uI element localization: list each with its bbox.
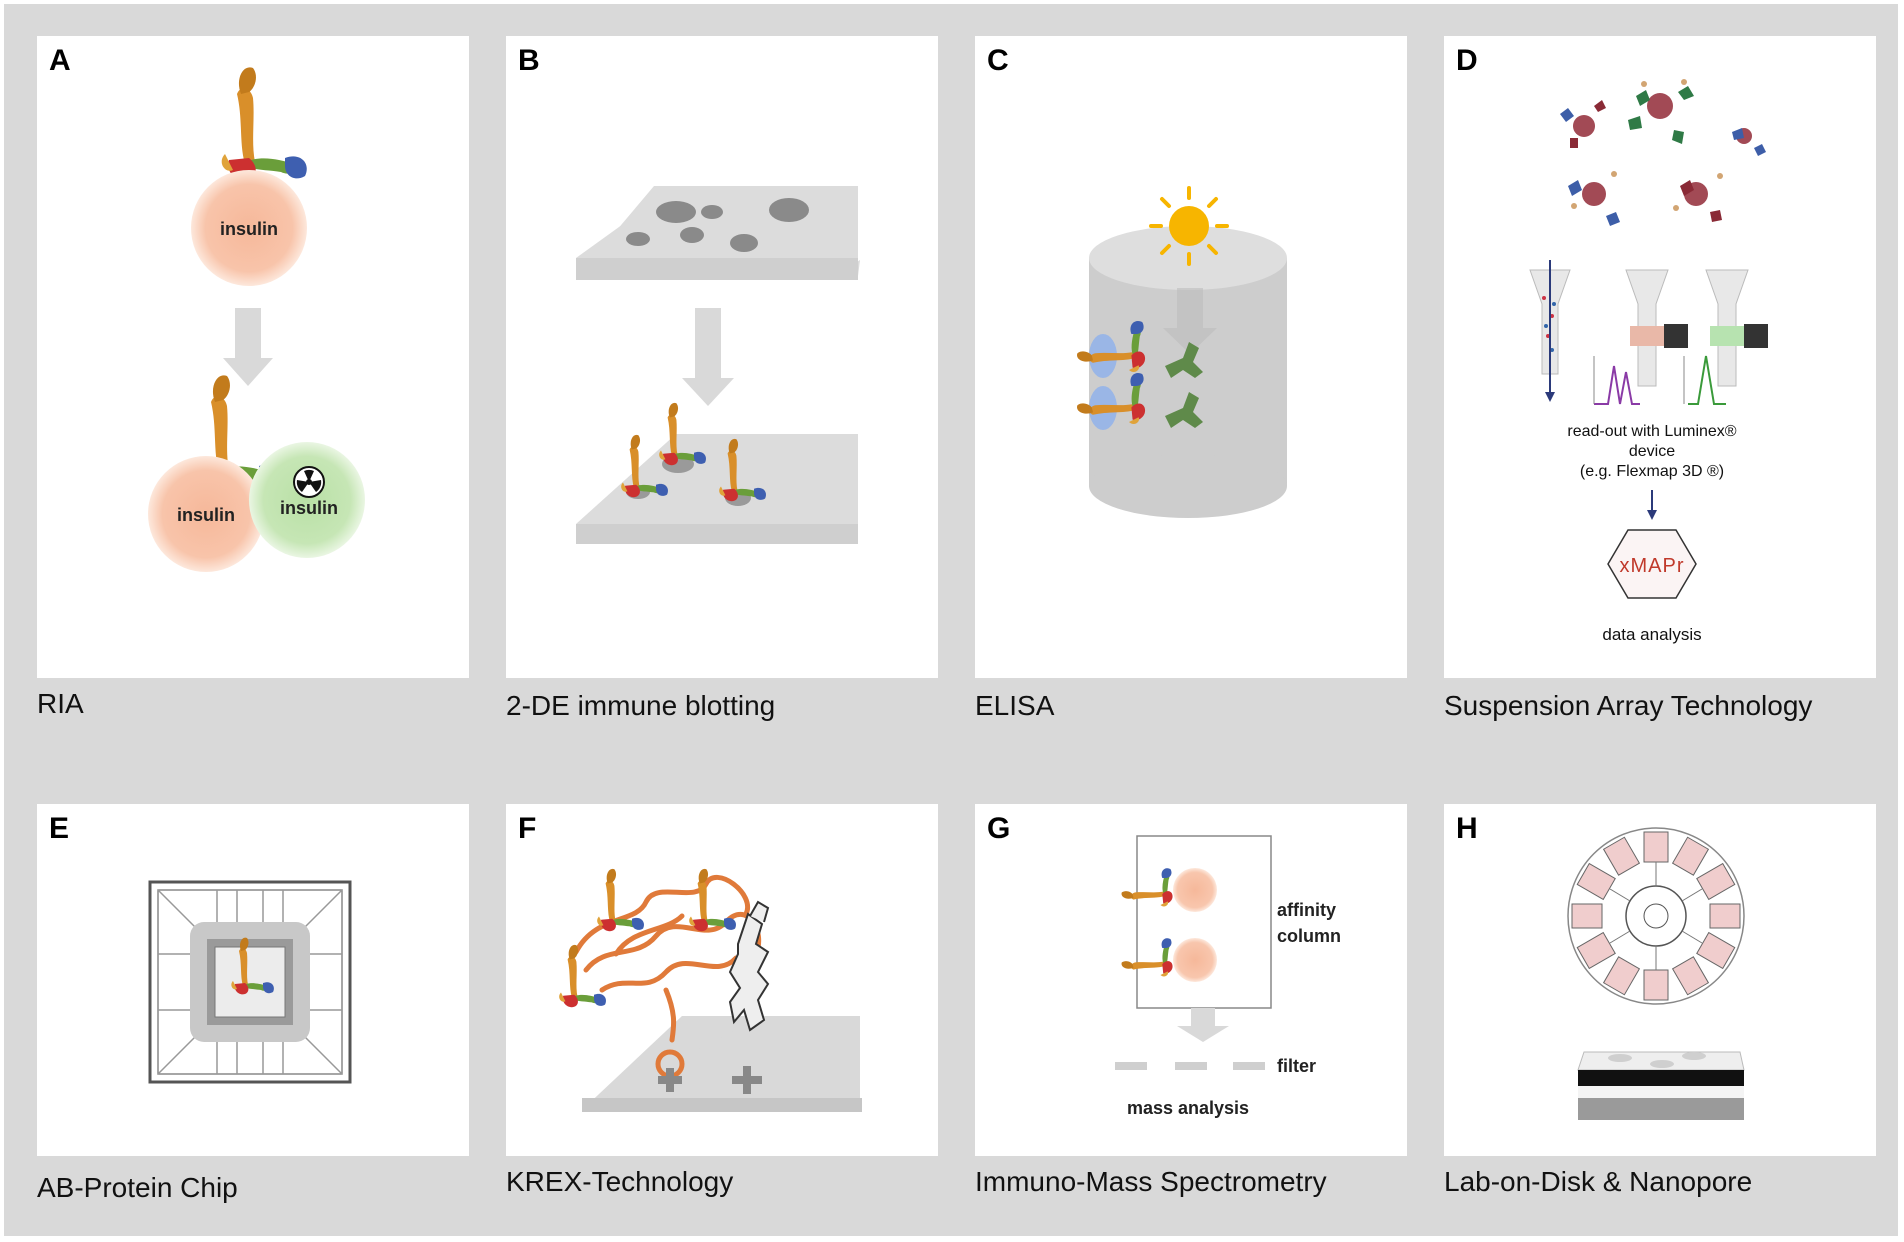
- panel-letter: C: [987, 44, 1009, 77]
- secondary-antibody: [1165, 342, 1203, 428]
- logo-text: xMAPr: [1620, 555, 1685, 577]
- protein-spot: [656, 201, 696, 223]
- readout-text: (e.g. Flexmap 3D ®): [1580, 463, 1724, 480]
- labeled-insulin-circle: [249, 442, 365, 558]
- panel-a: A: [37, 36, 469, 678]
- figure-frame: A: [4, 4, 1898, 1236]
- analysis-label: data analysis: [1602, 625, 1701, 644]
- protein-spot: [769, 198, 809, 222]
- panel-letter: B: [518, 44, 540, 77]
- antibody-icon: [597, 868, 644, 932]
- insulin-label: insulin: [220, 219, 278, 239]
- panel-e: E: [37, 804, 469, 1156]
- protein-spot: [701, 205, 723, 219]
- mass-analysis-label: mass analysis: [1127, 1098, 1249, 1118]
- affinity-column: [1136, 835, 1272, 1009]
- protein-chip-diagram: [148, 880, 352, 1084]
- panel-d: D: [1444, 36, 1876, 678]
- panel-caption: 2-DE immune blotting: [506, 690, 776, 721]
- readout-text: device: [1629, 443, 1675, 460]
- filter-line: [1115, 1062, 1265, 1070]
- panel-letter: A: [49, 44, 71, 77]
- panel-c: C: [975, 36, 1407, 678]
- panel-letter: F: [518, 812, 537, 845]
- insulin-circle: [191, 170, 307, 286]
- nanopore-chip-icon: [1577, 1051, 1745, 1120]
- panel-caption: Immuno-Mass Spectrometry: [975, 1166, 1327, 1197]
- panel-g: G affinity column: [975, 804, 1407, 1156]
- suspension-array-diagram: read-out with Luminex® device (e.g. Flex…: [1529, 79, 1768, 644]
- labeled-insulin-label: insulin: [280, 498, 338, 518]
- insulin-circle: [148, 456, 264, 572]
- microsphere-icon: [1560, 79, 1766, 226]
- panel-f: F: [506, 804, 938, 1156]
- lab-on-disk-diagram: [1567, 827, 1745, 1120]
- arrow-down-icon: [1647, 490, 1657, 520]
- panel-h: H: [1444, 804, 1876, 1156]
- antibody-icon: [221, 67, 307, 181]
- panel-b: B: [506, 36, 938, 678]
- panel-letter: E: [49, 812, 70, 845]
- krex-diagram: [559, 868, 862, 1112]
- protein-spot: [626, 232, 650, 246]
- panel-letter: G: [987, 812, 1011, 845]
- panel-caption: ELISA: [975, 690, 1055, 721]
- flow-cell-icon: [1529, 260, 1768, 405]
- blotting-diagram: [576, 186, 860, 544]
- column-label: affinity: [1277, 900, 1336, 920]
- antibody-icon: [559, 944, 606, 1008]
- arrow-down-icon: [1177, 1008, 1229, 1042]
- immuno-ms-diagram: affinity column filter mass analysis: [1115, 835, 1341, 1118]
- disk-icon: [1567, 827, 1745, 1005]
- insulin-label: insulin: [177, 505, 235, 525]
- panel-caption: Suspension Array Technology: [1444, 690, 1813, 721]
- panel-caption: KREX-Technology: [506, 1166, 734, 1197]
- sun-icon: [1149, 186, 1229, 266]
- panel-caption: RIA: [37, 688, 84, 719]
- xmap-logo: xMAPr: [1607, 529, 1697, 599]
- panel-caption: Lab-on-Disk & Nanopore: [1444, 1166, 1753, 1197]
- membrane-slide: [576, 434, 858, 524]
- protein-spot: [680, 227, 704, 243]
- radioactive-icon: [293, 466, 325, 498]
- arrow-down-icon: [223, 308, 273, 386]
- readout-text: read-out with Luminex®: [1567, 423, 1736, 440]
- filter-label: filter: [1277, 1056, 1316, 1076]
- panel-letter: H: [1456, 812, 1478, 845]
- panel-letter: D: [1456, 44, 1478, 77]
- chaperone-structure: [728, 900, 770, 1032]
- elisa-diagram: [1077, 186, 1287, 518]
- protein-spot: [730, 234, 758, 252]
- arrow-down-icon: [682, 308, 734, 406]
- panel-caption: AB-Protein Chip: [37, 1172, 238, 1203]
- arrow-down-icon: [1163, 288, 1217, 354]
- column-label: column: [1277, 926, 1341, 946]
- ria-diagram: insulin insulin insulin: [148, 67, 365, 572]
- linker-anchor: [658, 1066, 762, 1094]
